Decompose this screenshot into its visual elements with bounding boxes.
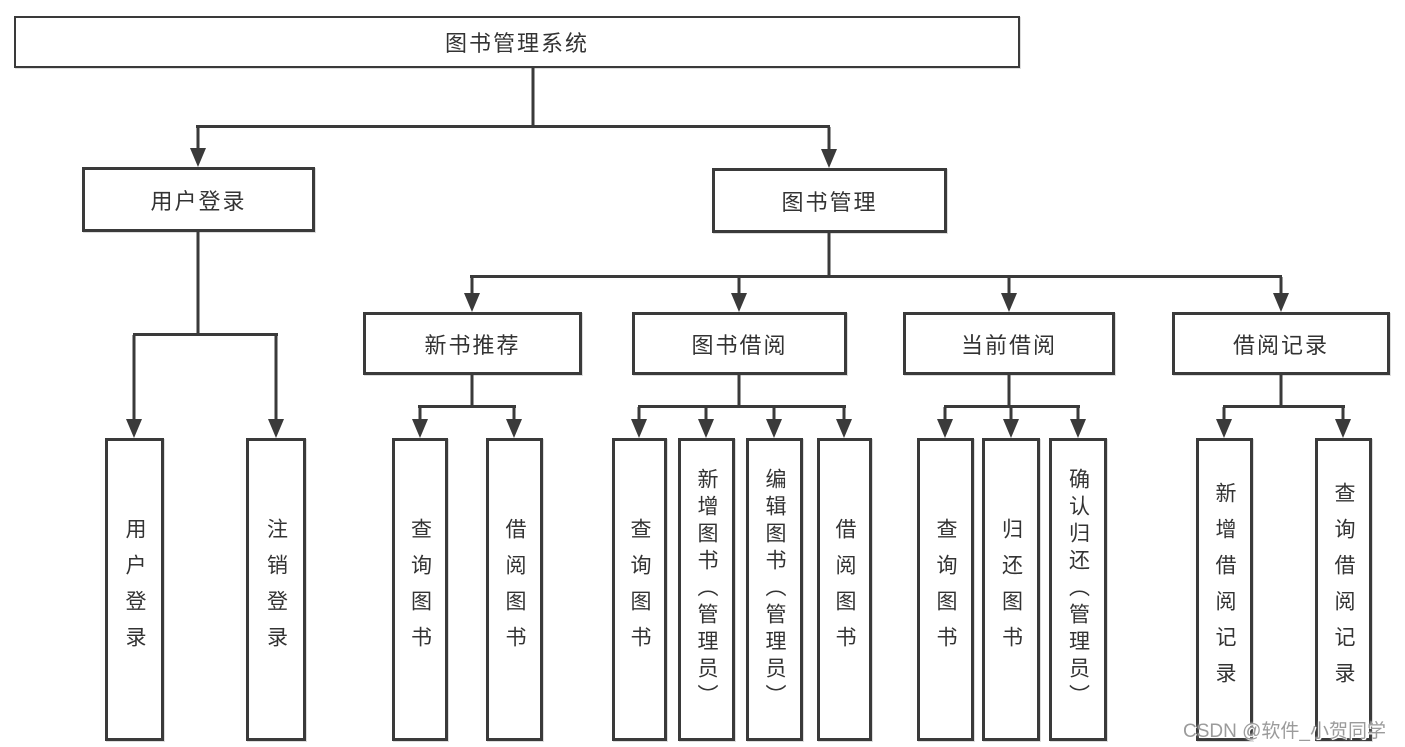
edge-drop-book-mgmt xyxy=(827,127,831,151)
node-label: 查询图书 xyxy=(408,517,432,662)
node-label: 新增图书（管理员） xyxy=(695,468,718,711)
arrow-down-icon xyxy=(821,149,837,168)
edge-drop xyxy=(1222,407,1226,421)
node-query-books-borrowing: 查询图书 xyxy=(612,438,667,741)
edge-drop xyxy=(842,407,846,421)
edge-drop xyxy=(470,277,474,294)
arrow-down-icon xyxy=(190,148,206,167)
node-label: 查询图书 xyxy=(934,517,957,662)
node-label: 确认归还（管理员） xyxy=(1066,468,1090,711)
node-label: 新书推荐 xyxy=(424,332,521,358)
node-label: 当前借阅 xyxy=(960,332,1057,358)
node-edit-books-admin: 编辑图书（管理员） xyxy=(746,438,803,741)
arrow-down-icon xyxy=(731,293,747,312)
node-label: 归还图书 xyxy=(999,517,1023,662)
node-add-books-admin: 新增图书（管理员） xyxy=(678,438,735,741)
edge-drop xyxy=(1076,407,1080,421)
node-borrow-books-recommend: 借阅图书 xyxy=(486,438,543,741)
arrow-down-icon xyxy=(1001,293,1017,312)
node-label: 用户登录 xyxy=(123,517,146,662)
node-book-borrowing: 图书借阅 xyxy=(632,312,847,375)
arrow-down-icon xyxy=(937,419,953,438)
edge-drop xyxy=(132,335,136,420)
edge-drop-user-login xyxy=(196,127,200,150)
arrow-down-icon xyxy=(1003,419,1019,438)
edge-root-stem xyxy=(531,68,535,127)
node-label: 查询图书 xyxy=(628,517,651,662)
edge-drop xyxy=(1007,277,1011,294)
node-logout: 注销登录 xyxy=(246,438,306,741)
node-query-books-recommend: 查询图书 xyxy=(392,438,448,741)
node-borrow-books: 借阅图书 xyxy=(817,438,872,741)
node-new-book-recommend: 新书推荐 xyxy=(363,312,582,375)
arrow-down-icon xyxy=(1273,293,1289,312)
edge-drop xyxy=(1341,407,1345,421)
edge-drop xyxy=(704,407,708,421)
arrow-down-icon xyxy=(1070,419,1086,438)
edge-user-login-branch xyxy=(133,333,278,336)
arrow-down-icon xyxy=(464,293,480,312)
node-label: 图书管理系统 xyxy=(444,31,589,56)
csdn-watermark: CSDN @软件_小贺同学 xyxy=(1183,721,1386,742)
edge-book-mgmt-stem xyxy=(827,233,831,277)
arrow-down-icon xyxy=(126,419,142,438)
node-library-management-system: 图书管理系统 xyxy=(14,16,1020,68)
arrow-down-icon xyxy=(1216,419,1232,438)
edge-branch xyxy=(418,405,516,408)
edge-branch xyxy=(944,405,1080,408)
edge-root-branch xyxy=(196,125,830,128)
edge-user-login-stem xyxy=(196,232,200,335)
arrow-down-icon xyxy=(631,419,647,438)
node-query-books-current: 查询图书 xyxy=(917,438,974,741)
node-label: 图书管理 xyxy=(781,189,878,215)
node-label: 借阅图书 xyxy=(503,517,526,662)
node-current-borrowing: 当前借阅 xyxy=(903,312,1115,375)
edge-drop xyxy=(637,407,641,421)
edge-drop xyxy=(1009,407,1013,421)
node-label: 查询借阅记录 xyxy=(1332,481,1355,698)
node-confirm-return-admin: 确认归还（管理员） xyxy=(1049,438,1107,741)
edge-drop xyxy=(418,407,422,421)
edge-book-mgmt-branch xyxy=(470,275,1282,278)
node-label: 图书借阅 xyxy=(691,332,788,358)
node-user-login-action: 用户登录 xyxy=(105,438,164,741)
arrow-down-icon xyxy=(698,419,714,438)
edge-branch xyxy=(1223,405,1345,408)
arrow-down-icon xyxy=(766,419,782,438)
node-user-login: 用户登录 xyxy=(82,167,315,232)
arrow-down-icon xyxy=(836,419,852,438)
node-add-borrow-record: 新增借阅记录 xyxy=(1196,438,1253,741)
edge-drop xyxy=(772,407,776,421)
node-label: 借阅图书 xyxy=(833,517,856,662)
node-label: 借阅记录 xyxy=(1232,332,1329,358)
edge-stem xyxy=(1007,375,1011,407)
node-book-management: 图书管理 xyxy=(712,168,947,233)
arrow-down-icon xyxy=(1335,419,1351,438)
arrow-down-icon xyxy=(268,419,284,438)
node-label: 注销登录 xyxy=(264,517,288,662)
arrow-down-icon xyxy=(506,419,522,438)
node-return-books: 归还图书 xyxy=(982,438,1040,741)
edge-drop xyxy=(274,335,278,420)
edge-branch xyxy=(638,405,846,408)
arrow-down-icon xyxy=(412,419,428,438)
edge-drop xyxy=(1279,277,1283,294)
edge-drop xyxy=(737,277,741,294)
edge-stem xyxy=(470,375,474,407)
edge-drop xyxy=(943,407,947,421)
node-borrowing-records: 借阅记录 xyxy=(1172,312,1390,375)
edge-stem xyxy=(1279,375,1283,407)
node-label: 新增借阅记录 xyxy=(1213,481,1236,698)
node-query-borrow-record: 查询借阅记录 xyxy=(1315,438,1372,741)
node-label: 用户登录 xyxy=(150,188,247,214)
edge-stem xyxy=(737,375,741,407)
node-label: 编辑图书（管理员） xyxy=(763,468,786,711)
edge-drop xyxy=(512,407,516,421)
